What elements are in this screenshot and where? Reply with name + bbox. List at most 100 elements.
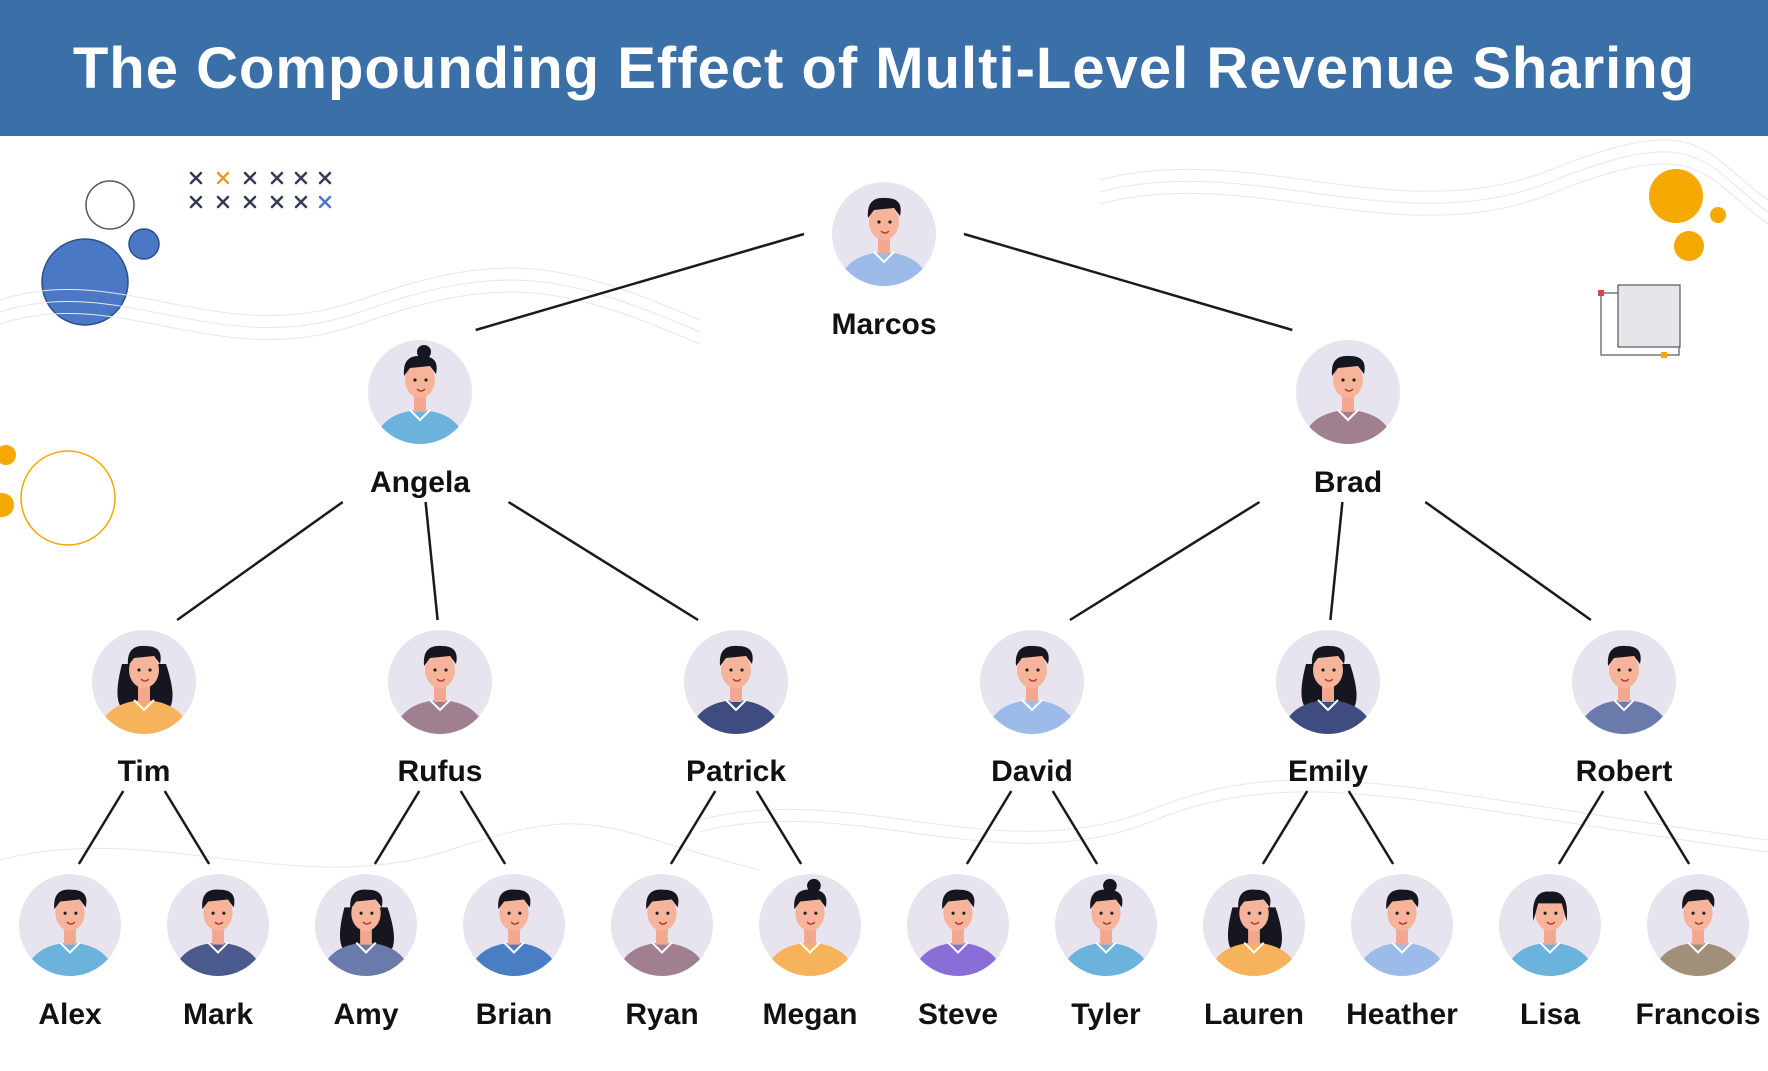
collar-icon: [1337, 409, 1359, 422]
person-name-label: Tim: [118, 755, 171, 788]
neck-icon: [656, 928, 668, 945]
connector-line: [1329, 501, 1344, 621]
connector-line: [963, 232, 1293, 332]
avatar: [1499, 874, 1601, 976]
title-banner: The Compounding Effect of Multi-Level Re…: [0, 0, 1768, 136]
face-icon: [1239, 895, 1269, 931]
face-icon: [1333, 362, 1363, 398]
person-node-brad: Brad: [1296, 340, 1400, 499]
eye-icon: [1247, 911, 1251, 915]
collar-icon: [1095, 941, 1117, 954]
avatar: [92, 630, 196, 734]
smile-icon: [806, 921, 816, 925]
eye-icon: [1110, 911, 1114, 915]
person-node-emily: Emily: [1276, 630, 1380, 788]
person-node-tim: Tim: [92, 630, 196, 788]
deco-wave-texture: [0, 139, 1768, 871]
neck-icon: [1100, 928, 1112, 945]
connector-line: [373, 790, 421, 865]
person-node-heather: Heather: [1346, 874, 1458, 1031]
neck-icon: [804, 928, 816, 945]
hair-bun-icon: [807, 878, 821, 893]
face-icon: [203, 895, 233, 931]
person-node-megan: Megan: [759, 874, 861, 1031]
collar-icon: [409, 409, 431, 422]
hair-top-icon: [1386, 889, 1419, 910]
avatar: [1296, 340, 1400, 444]
eye-icon: [729, 668, 733, 672]
connector-line: [163, 790, 211, 865]
eye-icon: [148, 668, 152, 672]
neck-icon: [360, 928, 372, 945]
eye-icon: [63, 911, 67, 915]
person-node-steve: Steve: [907, 874, 1009, 1031]
smile-icon: [1546, 921, 1556, 925]
avatar: [1351, 874, 1453, 976]
face-icon: [1387, 895, 1417, 931]
avatar: [980, 630, 1084, 734]
eye-icon: [507, 911, 511, 915]
avatar: [832, 182, 936, 286]
person-node-angela: Angela: [368, 340, 472, 499]
eye-icon: [655, 911, 659, 915]
collar-icon: [133, 699, 155, 712]
hair-top-icon: [942, 889, 975, 910]
smile-icon: [658, 921, 668, 925]
neck-icon: [508, 928, 520, 945]
eye-icon: [1554, 911, 1558, 915]
neck-icon: [1342, 396, 1354, 412]
neck-icon: [1692, 928, 1704, 945]
person-node-alex: Alex: [19, 874, 121, 1031]
eye-icon: [1617, 668, 1621, 672]
face-icon: [1017, 652, 1047, 688]
person-name-label: Lisa: [1520, 998, 1580, 1031]
eye-icon: [1036, 668, 1040, 672]
hair-top-icon: [1015, 645, 1049, 666]
smile-icon: [1620, 678, 1630, 682]
eye-icon: [1321, 668, 1325, 672]
eye-icon: [1258, 911, 1262, 915]
hair-top-icon: [719, 645, 753, 666]
person-name-label: Lauren: [1204, 998, 1304, 1031]
collar-icon: [1317, 699, 1339, 712]
deco-circle-blue-small: [128, 228, 160, 260]
person-name-label: Amy: [333, 998, 398, 1031]
connector-line: [1643, 790, 1691, 865]
eye-icon: [951, 911, 955, 915]
collar-icon: [429, 699, 451, 712]
connector-line: [424, 501, 439, 621]
face-icon: [405, 362, 435, 398]
face-icon: [1313, 652, 1343, 688]
eye-icon: [359, 911, 363, 915]
connector-line: [1261, 790, 1309, 865]
connector-line: [507, 500, 699, 622]
hair-top-icon: [498, 889, 531, 910]
avatar: [1276, 630, 1380, 734]
eye-icon: [444, 668, 448, 672]
smile-icon: [1398, 921, 1408, 925]
connector-line: [755, 790, 803, 865]
hair-top-icon: [202, 889, 235, 910]
eye-icon: [211, 911, 215, 915]
smile-icon: [954, 921, 964, 925]
eye-icon: [740, 668, 744, 672]
eye-icon: [370, 911, 374, 915]
neck-icon: [952, 928, 964, 945]
eye-icon: [888, 220, 892, 224]
smile-icon: [140, 678, 150, 682]
eye-icon: [1099, 911, 1103, 915]
person-name-label: Patrick: [686, 755, 786, 788]
neck-icon: [1248, 928, 1260, 945]
smile-icon: [416, 388, 426, 392]
hair-top-icon: [646, 889, 679, 910]
collar-icon: [59, 941, 81, 954]
person-name-label: Francois: [1635, 998, 1760, 1031]
eye-icon: [137, 668, 141, 672]
collar-icon: [207, 941, 229, 954]
deco-dot-orange: [0, 445, 16, 465]
avatar: [759, 874, 861, 976]
neck-icon: [64, 928, 76, 945]
connector-line: [1557, 790, 1605, 865]
